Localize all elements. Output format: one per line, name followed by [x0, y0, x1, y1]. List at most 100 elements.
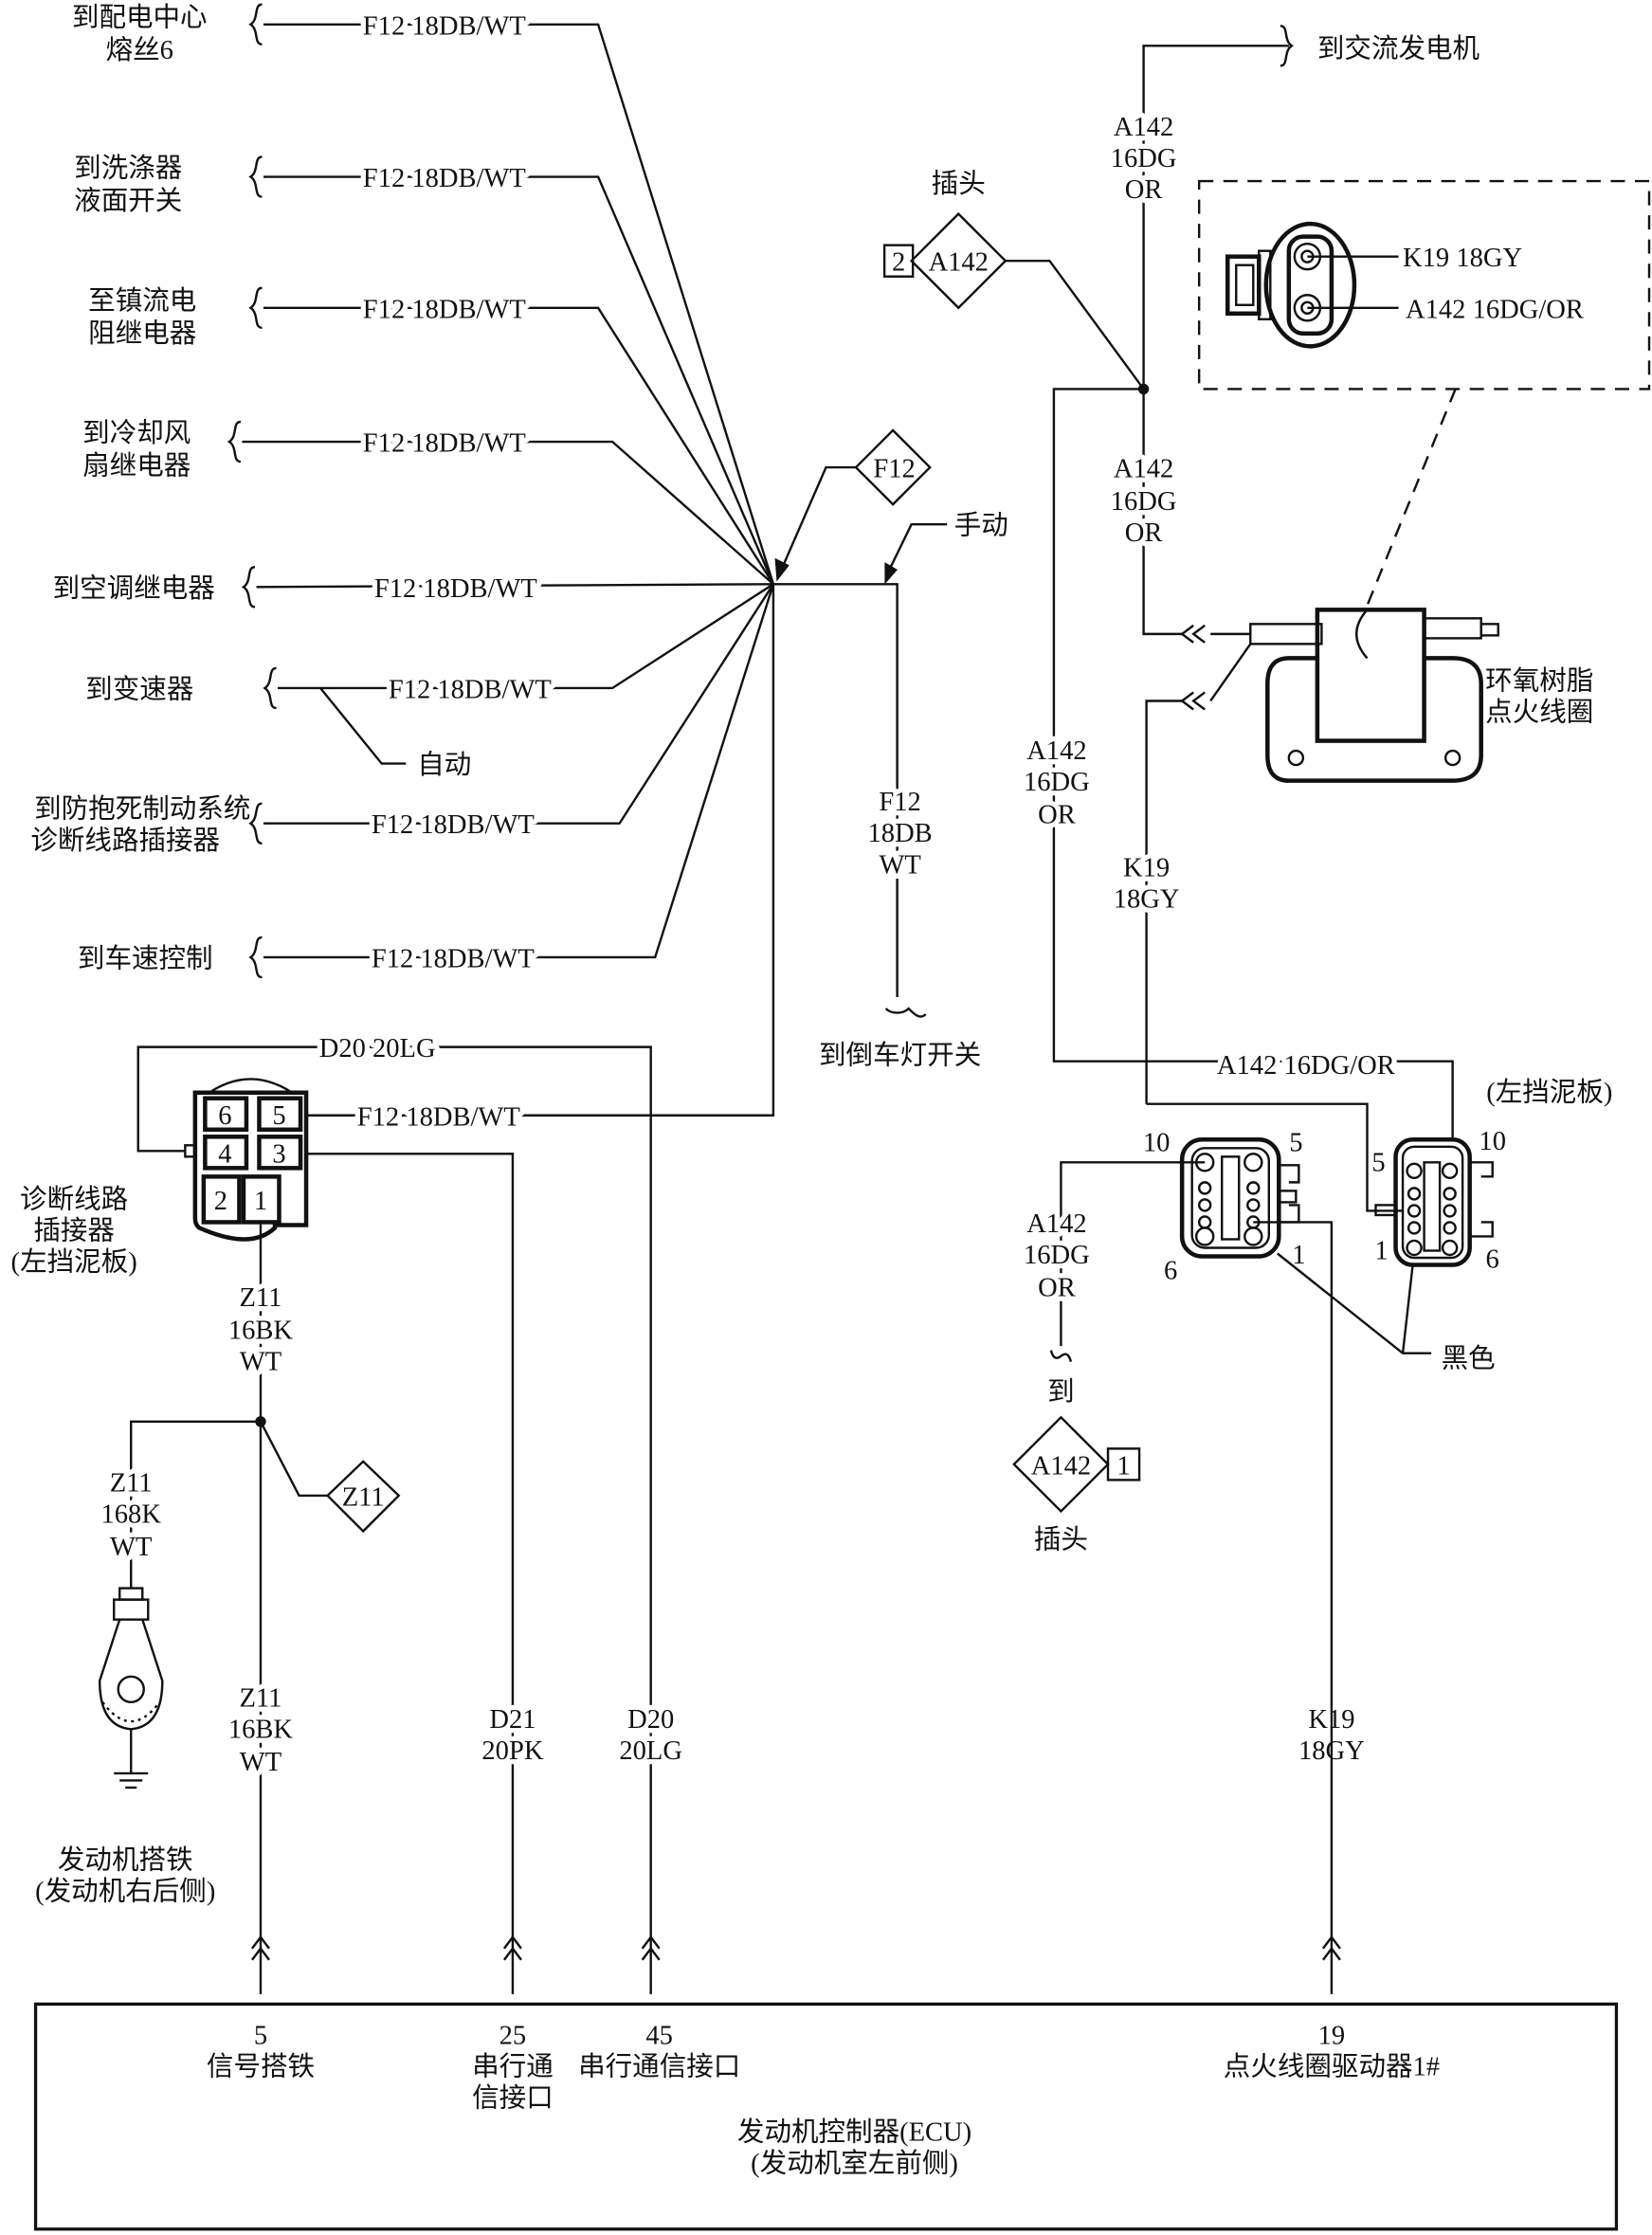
lower-wire-labels: D21 20PK D20 20LG K19 18GY — [477, 1700, 1370, 1772]
manual-label: 手动 — [954, 511, 1008, 541]
pin-label: 1 — [1374, 1237, 1388, 1266]
pin-label: 2 — [214, 1187, 227, 1216]
plug-label: 插头 — [932, 169, 986, 199]
pin-label: 6 — [218, 1101, 231, 1131]
wire-label: 20PK — [481, 1736, 543, 1766]
pin-label: 10 — [1143, 1128, 1171, 1157]
inset-k19-label: K19 18GY — [1403, 244, 1522, 273]
f12-wires — [227, 3, 775, 979]
wire-label: D20 — [627, 1705, 674, 1735]
wire-label: 16BK — [228, 1715, 294, 1744]
wire-label: WT — [879, 850, 920, 880]
pin-label: 6 — [1164, 1257, 1177, 1286]
wire-label: F12 18DB/WT — [363, 429, 526, 459]
plug-bottom: A142 16DG OR 到 A142 1 插头 — [1012, 1205, 1141, 1555]
wire-label: 16DG — [1024, 768, 1090, 797]
alternator-circuit: 到交流发电机 A142 16DG OR 2 A142 插头 A142 16DG … — [882, 25, 1480, 1212]
connector-label: 插接器 — [33, 1215, 115, 1245]
c-connectors: 10 5 6 1 5 10 1 6 (左挡泥板) 黑色 — [1060, 1078, 1612, 1994]
pin-label: 10 — [1479, 1127, 1506, 1156]
wire-label: 168K — [101, 1499, 162, 1529]
wire-label: OR — [1038, 1274, 1076, 1303]
connector-label: 诊断线路 — [20, 1184, 128, 1214]
wire-label: F12 — [879, 788, 920, 817]
wire-label: A142 16DG/OR — [1217, 1051, 1395, 1081]
pin-label: 5 — [272, 1101, 285, 1131]
pin-label: 5 — [1289, 1128, 1302, 1157]
ecu-pin-name: 信接口 — [472, 2083, 554, 2114]
wire-label: F12 18DB/WT — [372, 944, 535, 973]
coil-label: 点火线圈 — [1485, 698, 1593, 728]
to-label: 到 — [1047, 1377, 1075, 1407]
inset-a142-label: A142 16DG/OR — [1406, 295, 1584, 324]
a142-tag: A142 — [1031, 1451, 1091, 1481]
wire-label: K19 — [1123, 853, 1170, 882]
coil-connector-inset: K19 18GY A142 16DG/OR — [1197, 179, 1651, 607]
ecu-pin-name: 点火线圈驱动器1# — [1224, 2051, 1440, 2081]
f12-tag: F12 — [873, 455, 915, 484]
wire-label: Z11 — [240, 1283, 282, 1313]
ecu-pin-num: 19 — [1318, 2021, 1346, 2050]
dest-label: 到洗涤器 — [74, 154, 182, 184]
wire-label: A142 — [1114, 455, 1173, 484]
wire-label: F12 18DB/WT — [372, 810, 535, 840]
left-circuit-labels: 到配电中心 熔丝6 F12 18DB/WT 到洗涤器 液面开关 F12 18DB… — [30, 2, 556, 978]
wire-label: WT — [240, 1748, 281, 1777]
dest-label: 到变速器 — [85, 674, 193, 704]
ecu: 5 信号搭铁 25 串行通 信接口 45 串行通信接口 19 点火线圈驱动器1#… — [33, 1935, 1619, 2231]
ecu-pin-name: 串行通 — [472, 2051, 554, 2081]
wire-label: 18GY — [1114, 884, 1180, 914]
location-label: (左挡泥板) — [1486, 1078, 1612, 1108]
wire-label: 20LG — [619, 1736, 682, 1766]
backup-lamp-label: 到倒车灯开关 — [819, 1041, 981, 1071]
ecu-title: 发动机控制器(ECU) — [737, 2117, 971, 2148]
ground-label: 发动机搭铁 — [58, 1845, 193, 1876]
ecu-pin-num: 25 — [499, 2021, 527, 2050]
pin-label: 1 — [1292, 1241, 1305, 1270]
dest-label: 到车速控制 — [78, 943, 213, 973]
wire-label: 16BK — [228, 1317, 294, 1346]
color-label: 黑色 — [1442, 1344, 1496, 1374]
wire-label: A142 — [1026, 736, 1086, 766]
wire-label: D21 — [489, 1705, 536, 1735]
dest-label: 熔丝6 — [106, 35, 173, 65]
dest-label: 液面开关 — [74, 186, 182, 216]
alternator-label: 到交流发电机 — [1317, 33, 1480, 64]
wire-label: OR — [1125, 518, 1163, 548]
wire-label: WT — [240, 1348, 281, 1377]
engine-ground: Z11 Z11 168K WT 发动机搭铁 (发动机右后侧) Z11 16BK … — [35, 1416, 401, 1907]
ground-label: (发动机右后侧) — [35, 1877, 215, 1907]
ecu-pin-num: 45 — [645, 2021, 673, 2050]
note-label: 自动 — [417, 750, 471, 780]
z11-tag: Z11 — [342, 1482, 385, 1512]
wire-label: F12 18DB/WT — [363, 164, 526, 193]
dest-label: 阻继电器 — [88, 318, 196, 349]
wire-label: A142 — [1026, 1209, 1086, 1239]
wire-label: Z11 — [110, 1468, 153, 1498]
plug-label: 插头 — [1034, 1525, 1088, 1555]
wire-label: 16DG — [1024, 1241, 1090, 1270]
wire-label: D20 20LG — [319, 1034, 436, 1063]
wire-label: WT — [110, 1533, 152, 1562]
diagnostic-connector: 6 5 4 3 2 1 D20 20LG F12 18DB/WT 诊断线路 插接… — [11, 584, 775, 1994]
wire-label: OR — [1125, 175, 1163, 205]
ecu-location: (发动机室左前侧) — [751, 2149, 958, 2179]
dest-label: 到配电中心 — [72, 2, 208, 32]
pin-label: 1 — [254, 1187, 267, 1216]
ignition-coil: 环氧树脂 点火线圈 — [1209, 608, 1593, 783]
dest-label: 到空调继电器 — [53, 573, 215, 604]
a142-tag: A142 — [929, 248, 989, 278]
wire-label: 18DB — [868, 819, 933, 848]
wire-label: Z11 — [240, 1683, 282, 1713]
pin-label: 4 — [218, 1139, 231, 1169]
wire-label: F12 18DB/WT — [357, 1102, 520, 1132]
pin-label: 1 — [1116, 1451, 1130, 1481]
wire-label: F12 18DB/WT — [363, 295, 526, 324]
ecu-pin-name: 串行通信接口 — [578, 2051, 740, 2081]
ecu-pin-num: 5 — [254, 2021, 267, 2050]
pin-label: 6 — [1486, 1245, 1499, 1275]
ecu-pin-name: 信号搭铁 — [207, 2051, 315, 2081]
wire-label: A142 — [1114, 113, 1173, 142]
pin-label: 2 — [892, 248, 905, 278]
